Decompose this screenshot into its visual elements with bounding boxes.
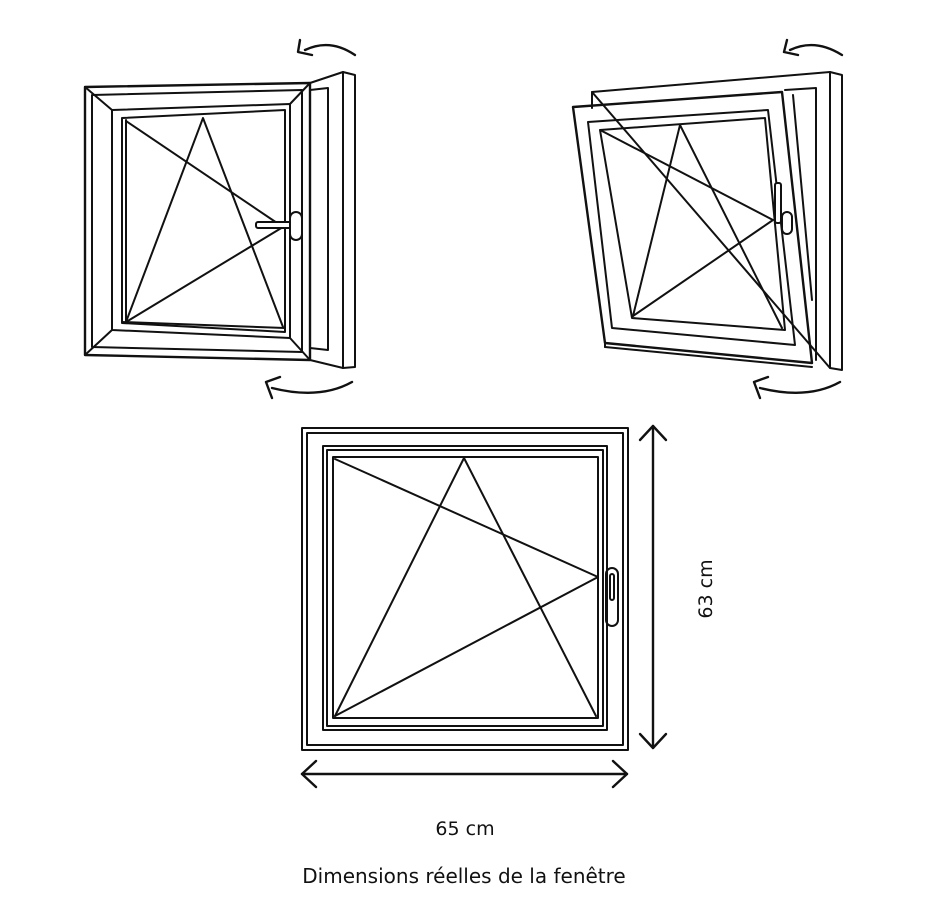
handle-base: [289, 211, 303, 241]
window-turn-open-view: [83, 38, 357, 400]
rotation-arrow-top-icon: [296, 38, 357, 57]
glass: [599, 117, 786, 331]
bevel-corners: [84, 82, 311, 361]
handle: [774, 182, 782, 224]
outer-frame: [301, 427, 629, 751]
sash-inner-edge: [326, 449, 604, 727]
opening-symbol-lines: [601, 130, 774, 317]
glass: [332, 456, 599, 719]
handle-base: [781, 211, 793, 235]
rotation-arrow-bottom-icon: [264, 375, 354, 400]
opening-symbol-lines: [334, 457, 597, 717]
sash: [322, 445, 608, 731]
glass: [121, 109, 286, 333]
rotation-arrow-top-icon: [782, 38, 844, 57]
bevel-inner: [587, 109, 796, 346]
height-dimension-arrow: [638, 424, 668, 750]
opening-symbol-lines: [632, 124, 783, 329]
frame-rebate: [784, 87, 817, 361]
frame-rebate: [309, 87, 329, 351]
caption: Dimensions réelles de la fenêtre: [302, 864, 626, 888]
opening-symbol-lines: [334, 458, 599, 717]
outer-frame: [591, 71, 843, 371]
sash-bottom-edge: [604, 342, 813, 368]
handle-grip: [609, 573, 615, 601]
outer-frame: [309, 71, 356, 369]
height-label: 63 cm: [695, 559, 717, 619]
sash-outer: [571, 90, 814, 365]
width-label: 65 cm: [435, 818, 495, 840]
window-tilt-open-view: [571, 38, 844, 400]
outer-frame-inner-edge: [306, 432, 624, 746]
window-front-view: [300, 424, 668, 789]
rotation-arrow-bottom-icon: [752, 375, 842, 400]
glass-bead: [121, 321, 286, 329]
opening-symbol-lines: [125, 117, 284, 328]
handle: [605, 567, 619, 627]
width-dimension-arrow: [300, 759, 629, 789]
frame-rebate: [792, 94, 813, 301]
